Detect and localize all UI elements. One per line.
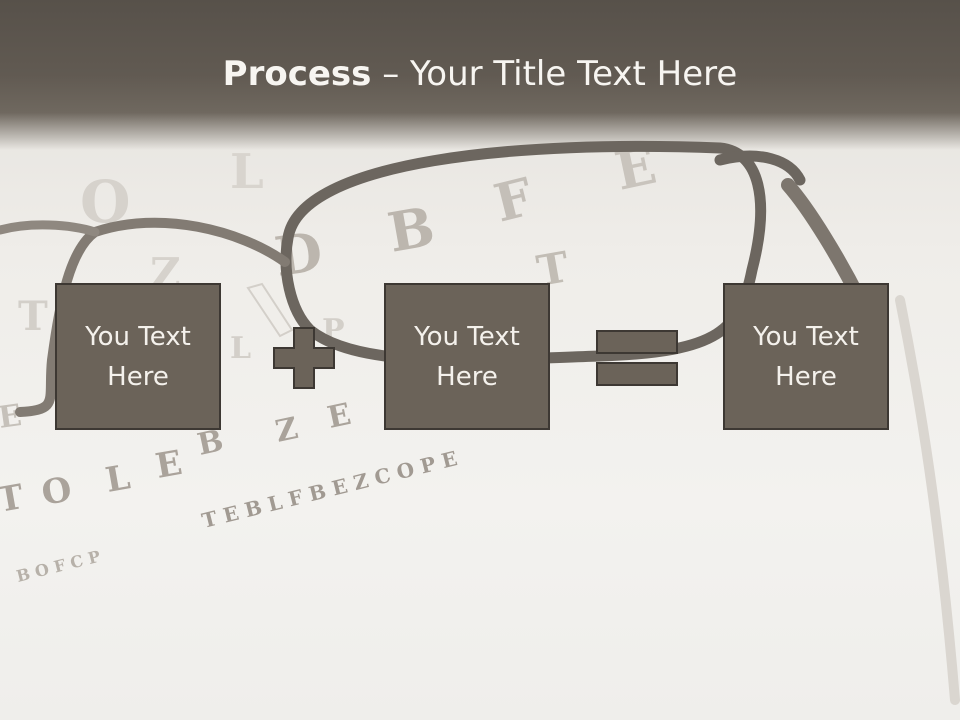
svg-text:O: O	[39, 469, 75, 514]
process-box-3-text: You Text Here	[753, 321, 859, 392]
title-rest: Your Title Text Here	[410, 54, 738, 94]
svg-text:L: L	[103, 457, 134, 501]
svg-text:T E B L F B E Z C O P E: T E B L F B E Z C O P E	[199, 446, 459, 533]
svg-text:L: L	[230, 144, 264, 200]
svg-text:B: B	[383, 194, 439, 265]
svg-text:E: E	[153, 443, 185, 487]
process-box-1-text: You Text Here	[85, 321, 191, 392]
svg-text:Z: Z	[272, 411, 301, 450]
equals-icon	[596, 330, 678, 386]
process-box-3: You Text Here	[723, 283, 889, 430]
svg-text:T: T	[18, 293, 48, 340]
title-bold: Process	[222, 54, 372, 94]
svg-text:E: E	[324, 397, 354, 436]
title-dash: –	[371, 54, 411, 94]
process-box-2: You Text Here	[384, 283, 550, 430]
plus-icon	[273, 327, 335, 389]
svg-text:L: L	[230, 331, 251, 366]
process-box-1: You Text Here	[55, 283, 221, 430]
svg-text:T: T	[0, 477, 26, 521]
svg-text:B O F C P: B O F C P	[14, 547, 102, 586]
svg-text:F: F	[488, 166, 539, 234]
title-bar	[0, 0, 960, 150]
process-box-2-text: You Text Here	[414, 321, 520, 392]
slide-title: Process – Your Title Text Here	[0, 52, 960, 96]
svg-text:E: E	[0, 398, 24, 436]
